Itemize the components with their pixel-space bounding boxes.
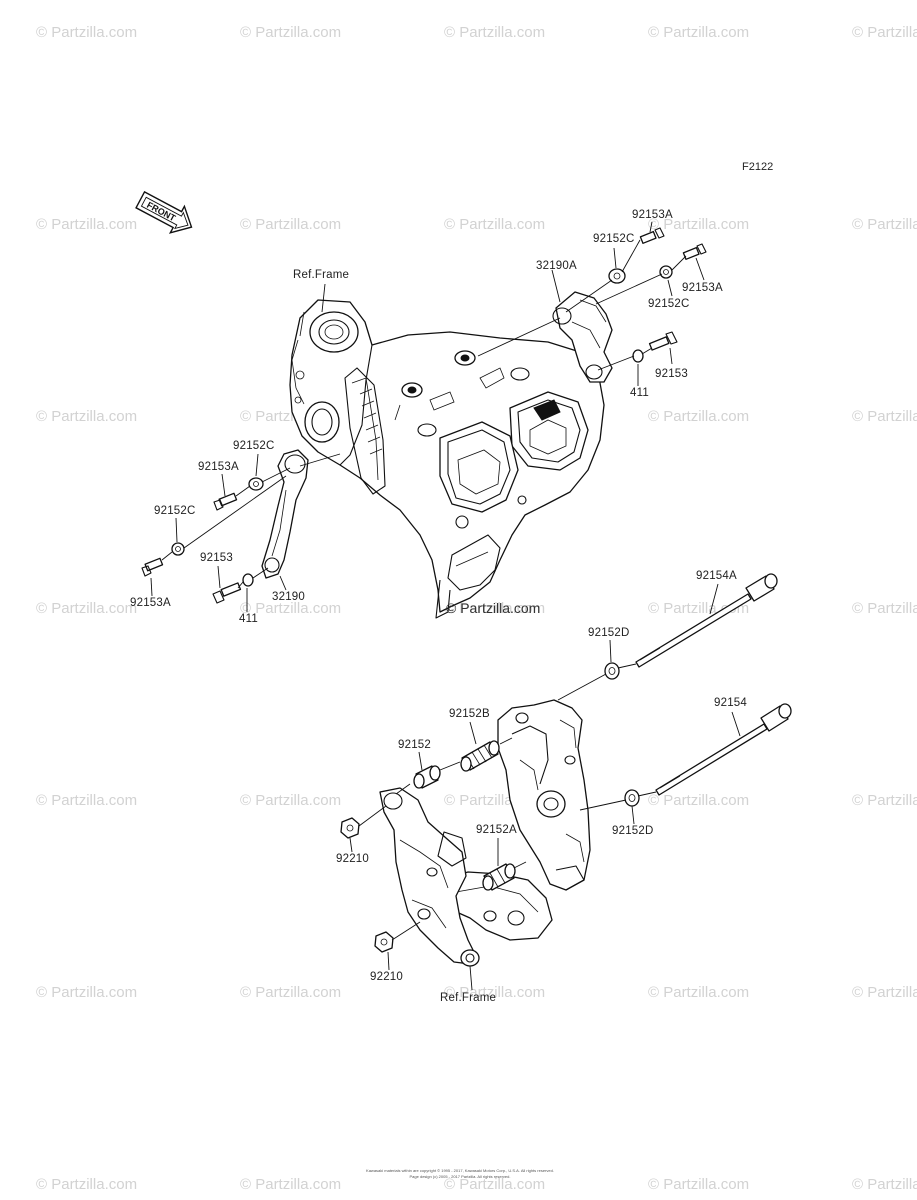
label-92152a: 92152A: [476, 824, 517, 836]
label-92152c-l2: 92152C: [154, 505, 196, 517]
label-92210-2: 92210: [370, 971, 403, 983]
copyright-line-1: Kawasaki materials within are copyright …: [366, 1168, 554, 1173]
label-32190: 32190: [272, 591, 305, 603]
nut-92210-2: [374, 931, 394, 953]
washer-92152c-l2: [171, 542, 185, 556]
watermark-r2c2: © Partzilla.com: [240, 216, 342, 233]
long-bolt-92154: [655, 703, 792, 796]
label-ref-frame-top: Ref.Frame: [293, 269, 350, 281]
watermark-r1c4: © Partzilla.com: [648, 24, 750, 41]
watermark-r3c1: © Partzilla.com: [36, 408, 138, 425]
watermark-r1c5: © Partzilla.com: [852, 24, 917, 41]
label-92154a: 92154A: [696, 570, 737, 582]
leader-lines: [150, 221, 741, 991]
watermark-r7c3: © Partzilla.com: [444, 1176, 546, 1193]
bolt-92153a-r2: [682, 243, 707, 260]
label-92152b: 92152B: [449, 708, 490, 720]
watermark-r1c2: © Partzilla.com: [240, 24, 342, 41]
watermark-r1c3: © Partzilla.com: [444, 24, 546, 41]
figure-code: F2122: [742, 161, 774, 173]
watermark-r4c1: © Partzilla.com: [36, 600, 138, 617]
watermark-r7c4: © Partzilla.com: [648, 1176, 750, 1193]
watermark-r6c4: © Partzilla.com: [648, 984, 750, 1001]
watermark-r2c1: © Partzilla.com: [36, 216, 138, 233]
label-32190a: 32190A: [536, 260, 577, 272]
watermark-r2c3: © Partzilla.com: [444, 216, 546, 233]
watermark-r5c5: © Partzilla.com: [852, 792, 917, 809]
label-92152d-1: 92152D: [588, 627, 630, 639]
label-ref-frame-bottom: Ref.Frame: [440, 992, 497, 1004]
watermark-r5c4: © Partzilla.com: [648, 792, 750, 809]
watermark-r6c3: © Partzilla.com: [444, 984, 546, 1001]
main-frame-upper: [289, 299, 605, 619]
label-92153a-r1: 92153A: [632, 209, 673, 221]
label-411-l: 411: [239, 613, 258, 625]
washer-92152c-r2: [659, 265, 673, 279]
washer-411-l: [242, 573, 254, 587]
label-92153-l: 92153: [200, 552, 233, 564]
watermark-r6c2: © Partzilla.com: [240, 984, 342, 1001]
label-92153a-r2: 92153A: [682, 282, 723, 294]
watermark-r6c1: © Partzilla.com: [36, 984, 138, 1001]
label-92152: 92152: [398, 739, 431, 751]
bracket-32190a: [552, 291, 613, 383]
washer-92152d-2: [624, 789, 640, 807]
bolt-92153-l: [212, 582, 242, 604]
bolt-92153a-r1: [639, 227, 665, 244]
label-92153a-l1: 92153A: [198, 461, 239, 473]
front-arrow-icon: FRONT: [135, 190, 193, 234]
watermark-r3c4: © Partzilla.com: [648, 408, 750, 425]
watermark-r7c2: © Partzilla.com: [240, 1176, 342, 1193]
main-frame-lower: [379, 699, 591, 967]
copyright-line-2: Page design (c) 2005 - 2017 Partzilla. A…: [409, 1174, 511, 1179]
watermark-r2c4: © Partzilla.com: [648, 216, 750, 233]
collar-92152b: [460, 740, 500, 772]
watermark-r5c1: © Partzilla.com: [36, 792, 138, 809]
watermark-r1c1: © Partzilla.com: [36, 24, 138, 41]
washer-92152c-r1: [608, 268, 626, 284]
watermark-r6c5: © Partzilla.com: [852, 984, 917, 1001]
watermark-r2c5: © Partzilla.com: [852, 216, 917, 233]
label-92152c-l1: 92152C: [233, 440, 275, 452]
bolt-92153a-l1: [213, 492, 238, 511]
watermark-r3c5: © Partzilla.com: [852, 408, 917, 425]
label-411-r: 411: [630, 387, 649, 399]
bolt-92153a-l2: [141, 557, 164, 577]
watermark-r4c3: © Partzilla.com: [444, 600, 546, 617]
watermark-r4c5: © Partzilla.com: [852, 600, 917, 617]
washer-92152c-l1: [248, 477, 264, 491]
watermark-r7c1: © Partzilla.com: [36, 1176, 138, 1193]
label-92210-1: 92210: [336, 853, 369, 865]
label-92152c-r1: 92152C: [593, 233, 635, 245]
label-92152c-r2: 92152C: [648, 298, 690, 310]
label-92152d-2: 92152D: [612, 825, 654, 837]
long-bolt-92154a: [635, 573, 778, 668]
watermark-r5c2: © Partzilla.com: [240, 792, 342, 809]
bolt-92153-r: [648, 331, 678, 351]
collar-92152: [413, 765, 441, 789]
center-watermark: © Partzilla.com: [446, 600, 541, 616]
nut-92210-1: [340, 817, 360, 839]
watermark-r4c2: © Partzilla.com: [240, 600, 342, 617]
washer-92152d-1: [604, 662, 620, 680]
label-92153a-l2: 92153A: [130, 597, 171, 609]
watermark-r7c5: © Partzilla.com: [852, 1176, 917, 1193]
label-92154: 92154: [714, 697, 747, 709]
label-92153-r: 92153: [655, 368, 688, 380]
bracket-32190: [261, 449, 309, 579]
collar-92152a: [482, 863, 516, 891]
washer-411-r: [632, 349, 644, 363]
